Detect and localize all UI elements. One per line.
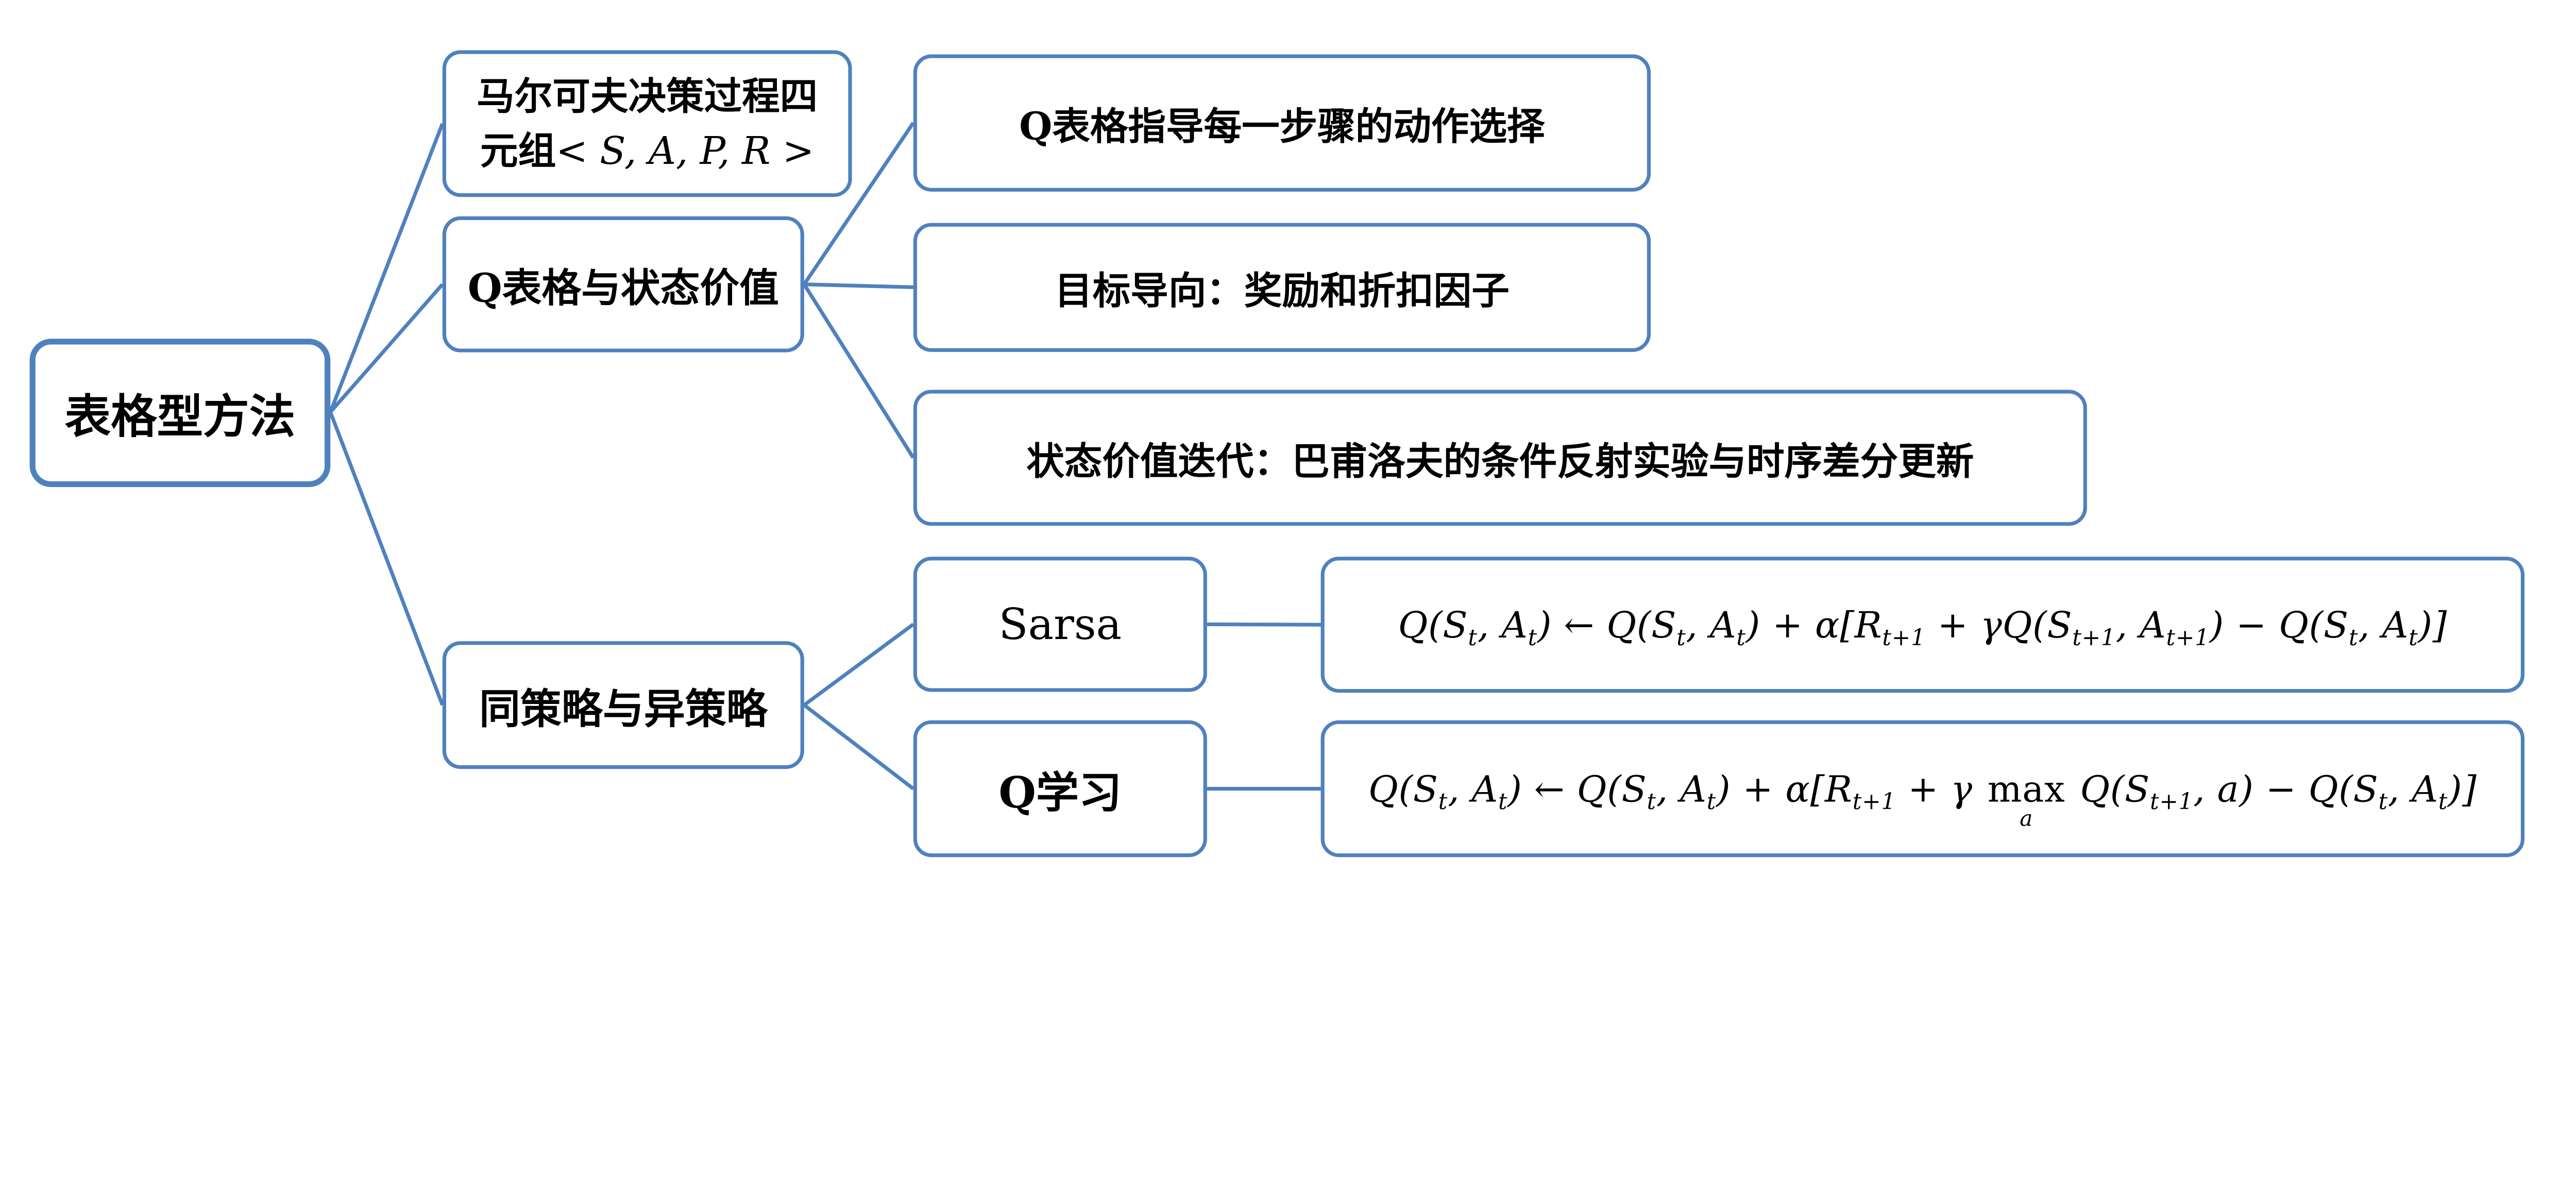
- connector-qtable-vi: [802, 283, 915, 459]
- node-q-learning[interactable]: Q学习: [913, 720, 1207, 858]
- node-goal-label: 目标导向：奖励和折扣因子: [1055, 268, 1510, 313]
- node-sarsa[interactable]: Sarsa: [913, 557, 1207, 692]
- node-root-label: 表格型方法: [64, 390, 296, 444]
- connector-root-onoff: [328, 411, 445, 706]
- connector-onoff-sarsa: [803, 623, 914, 707]
- node-onoff-label: 同策略与异策略: [479, 684, 768, 733]
- connector-qtable-goal: [804, 282, 913, 289]
- mdp-tuple-math: < S, A, P, R >: [556, 129, 815, 173]
- node-sarsa-update-formula[interactable]: Q(St, At) ← Q(St, At) + α[Rt+1 + γQ(St+1…: [1320, 557, 2525, 693]
- node-goal-oriented[interactable]: 目标导向：奖励和折扣因子: [913, 223, 1651, 352]
- node-root[interactable]: 表格型方法: [29, 339, 331, 488]
- node-qtable-state-value[interactable]: Q表格与状态价值: [442, 216, 804, 352]
- node-qguide-label: Q表格指导每一步骤的动作选择: [1019, 104, 1545, 148]
- node-qtable-label: Q表格与状态价值: [467, 264, 779, 311]
- node-qlearn-label: Q学习: [998, 767, 1122, 818]
- node-sarsa-label: Sarsa: [998, 599, 1122, 650]
- node-mdp-label: 马尔可夫决策过程四 元组< S, A, P, R >: [477, 73, 818, 173]
- node-qtable-guides-actions[interactable]: Q表格指导每一步骤的动作选择: [913, 54, 1651, 192]
- sarsa-formula-text: Q(St, At) ← Q(St, At) + α[Rt+1 + γQ(St+1…: [1398, 603, 2447, 650]
- connector-sarsa-formula: [1207, 622, 1321, 627]
- node-vi-label: 状态价值迭代：巴甫洛夫的条件反射实验与时序差分更新: [1026, 439, 1974, 483]
- connector-lines: [328, 122, 1321, 791]
- connector-onoff-qlearn: [803, 703, 914, 791]
- connector-root-mdp: [328, 123, 445, 413]
- node-mdp-quadruple[interactable]: 马尔可夫决策过程四 元组< S, A, P, R >: [442, 50, 852, 197]
- connector-qtable-qguide: [802, 122, 915, 286]
- node-state-value-iteration[interactable]: 状态价值迭代：巴甫洛夫的条件反射实验与时序差分更新: [913, 390, 2087, 526]
- node-onpolicy-offpolicy[interactable]: 同策略与异策略: [442, 641, 804, 769]
- connector-root-qtable: [329, 283, 444, 413]
- mind-map-canvas: 表格型方法 马尔可夫决策过程四 元组< S, A, P, R > Q表格与状态价…: [29, 50, 2525, 858]
